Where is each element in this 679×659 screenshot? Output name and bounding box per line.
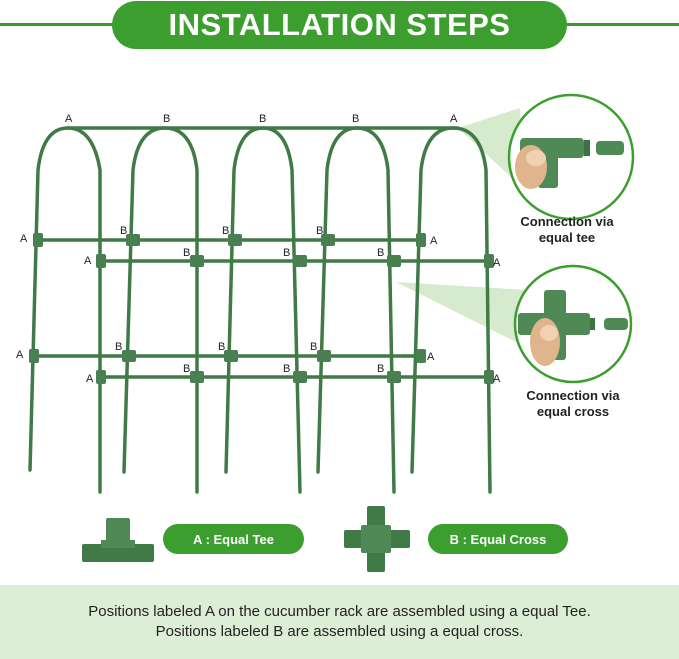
footer-note: Positions labeled A on the cucumber rack… [0, 585, 679, 659]
label-b: B [316, 225, 323, 237]
trellis-frame [28, 126, 492, 494]
equal-cross-part [344, 506, 410, 572]
label-b: B [283, 247, 290, 259]
equal-tee-part [82, 518, 154, 562]
label-b: B [352, 113, 359, 125]
label-b: B [310, 341, 317, 353]
label-b: B [115, 341, 122, 353]
label-b: B [183, 247, 190, 259]
cross-callout-line1: Connection via [526, 388, 620, 403]
label-b: B [120, 225, 127, 237]
page-title: INSTALLATION STEPS [112, 1, 567, 49]
label-b: B [377, 363, 384, 375]
label-a: A [16, 349, 24, 361]
tee-callout-line1: Connection via [520, 214, 614, 229]
tee-detail-image [507, 93, 635, 221]
label-a: A [430, 235, 438, 247]
tee-callout-line2: equal tee [538, 230, 596, 245]
label-a: A [20, 233, 28, 245]
cross-detail-image [513, 264, 633, 384]
tee-callout-beam [458, 108, 525, 190]
footer-line-1: Positions labeled A on the cucumber rack… [88, 603, 591, 620]
trellis-diagram: A B B B A A B B B A A B B B A A B B B A … [16, 93, 635, 572]
label-b: B [283, 363, 290, 375]
label-a: A [86, 373, 94, 385]
position-labels: A B B B A A B B B A A B B B A A B B B A … [16, 113, 501, 385]
footer-line-2: Positions labeled B are assembled using … [155, 623, 524, 640]
equal-tee-legend-label: A : Equal Tee [163, 524, 304, 554]
label-b: B [163, 113, 170, 125]
label-b: B [222, 225, 229, 237]
label-a: A [493, 373, 501, 385]
cross-callout-line2: equal cross [536, 404, 610, 419]
label-b: B [183, 363, 190, 375]
label-b: B [259, 113, 266, 125]
label-b: B [218, 341, 225, 353]
tee-callout-caption: Connection via equal tee [500, 214, 634, 246]
label-a: A [493, 257, 501, 269]
label-a: A [65, 113, 73, 125]
cross-callout-beam [396, 282, 528, 345]
frame-connectors [29, 233, 494, 384]
label-a: A [84, 255, 92, 267]
cross-callout-caption: Connection via equal cross [506, 388, 640, 420]
label-b: B [377, 247, 384, 259]
header-line-left [0, 23, 120, 26]
equal-cross-legend-label: B : Equal Cross [428, 524, 568, 554]
label-a: A [427, 351, 435, 363]
header-line-right [560, 23, 679, 26]
label-a: A [450, 113, 458, 125]
